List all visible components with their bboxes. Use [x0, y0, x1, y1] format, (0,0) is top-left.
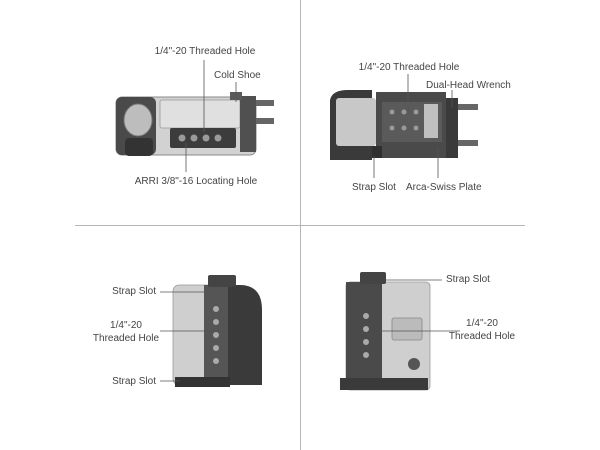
- label-threaded-hole-line1-right-side: 1/4"-20: [466, 318, 498, 329]
- side-view-left-leaders: [160, 291, 214, 382]
- horizontal-divider: [75, 225, 525, 226]
- label-strap-slot-bottom-left-side: Strap Slot: [112, 376, 156, 387]
- side-view-right-leaders: [380, 279, 460, 332]
- bottom-view-illustration: [330, 90, 478, 160]
- label-cold-shoe: Cold Shoe: [214, 70, 261, 81]
- label-threaded-hole-line1-left-side: 1/4"-20: [110, 320, 142, 331]
- side-view-left-illustration: [172, 275, 262, 387]
- label-arca-swiss-plate: Arca-Swiss Plate: [406, 182, 482, 193]
- label-strap-slot-right-side: Strap Slot: [446, 274, 490, 285]
- label-threaded-hole-line2-left-side: Threaded Hole: [92, 333, 160, 344]
- label-strap-slot-top-left-side: Strap Slot: [112, 286, 156, 297]
- label-threaded-hole-bottom-view: 1/4"-20 Threaded Hole: [358, 62, 460, 73]
- top-view-leaders: [185, 60, 237, 172]
- top-view-illustration: [115, 92, 274, 156]
- label-strap-slot-bottom-view: Strap Slot: [352, 182, 396, 193]
- label-threaded-hole-line2-right-side: Threaded Hole: [448, 331, 516, 342]
- side-view-right-illustration: [340, 272, 431, 391]
- label-threaded-hole-top-view: 1/4"-20 Threaded Hole: [154, 46, 256, 57]
- label-arri-locating-hole: ARRI 3/8"-16 Locating Hole: [134, 176, 258, 187]
- label-dual-head-wrench: Dual-Head Wrench: [426, 80, 511, 91]
- bottom-view-leaders: [373, 74, 453, 178]
